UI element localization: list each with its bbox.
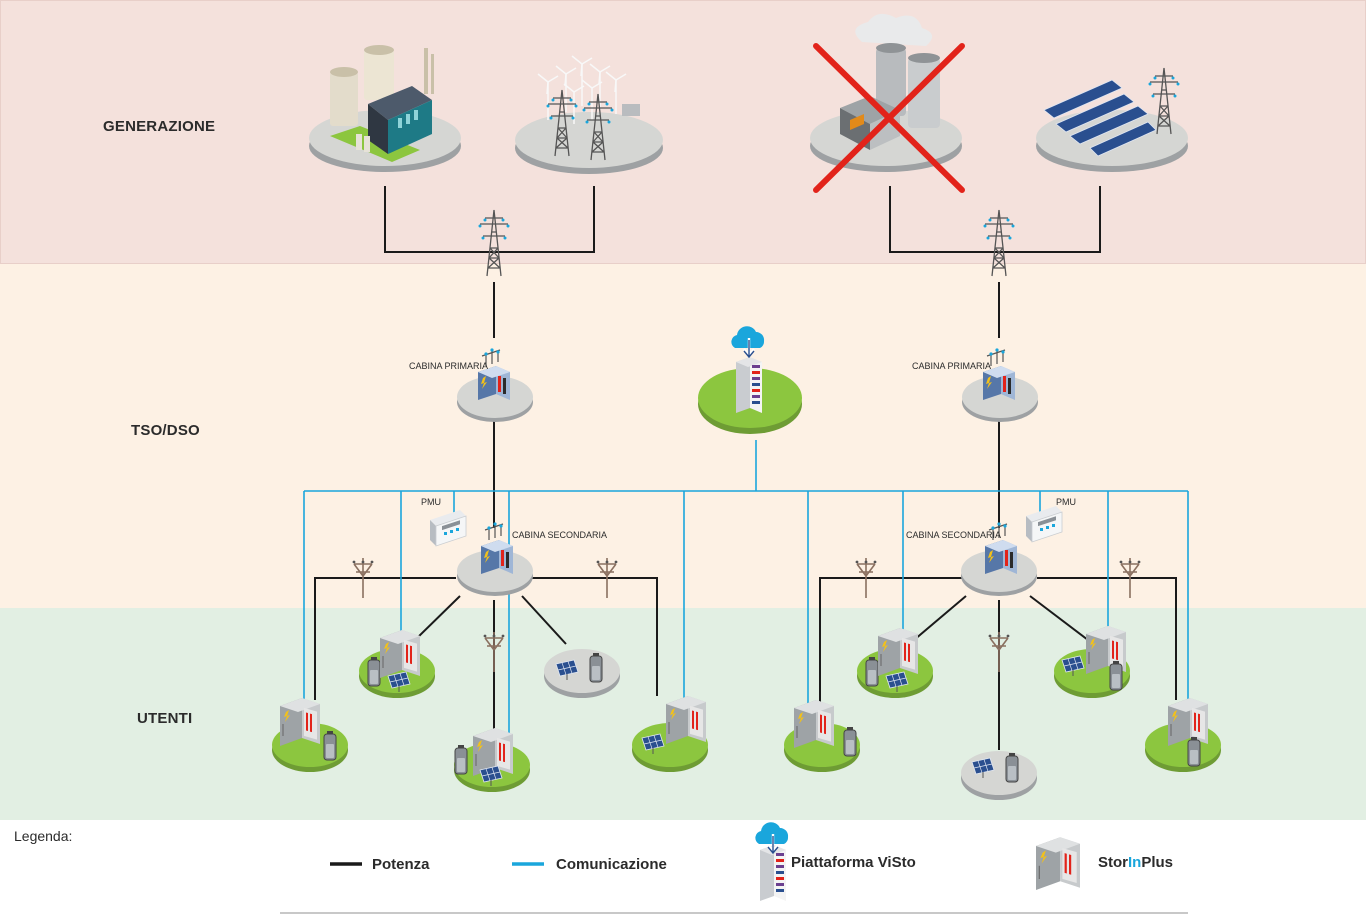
legend-cloud-icon [754, 821, 790, 855]
brand-part2: In [1128, 854, 1142, 871]
user-node [359, 629, 435, 698]
cloud-icon [730, 325, 766, 359]
legend-power-label: Potenza [372, 856, 430, 873]
server-icon [736, 357, 762, 413]
legend [280, 821, 1188, 914]
label-secondary-station-left: CABINA SECONDARIA [512, 530, 608, 540]
user-node [544, 649, 620, 698]
wind-farm-icon [515, 55, 663, 174]
user-node [961, 751, 1037, 800]
battery-icon [843, 726, 857, 757]
secondary-substation-right [961, 521, 1037, 596]
solar-farm-icon [1036, 67, 1188, 172]
pmu-device-icon [429, 509, 467, 547]
label-primary-station-right: CABINA PRIMARIA [912, 361, 992, 371]
secondary-substation-left [457, 521, 533, 596]
battery-icon [454, 744, 468, 775]
crossed-out-icon [813, 43, 965, 193]
user-node [784, 699, 860, 772]
battery-icon [367, 656, 381, 687]
legend-communication-label: Comunicazione [556, 856, 667, 873]
band-label-users: UTENTI [137, 710, 193, 727]
utility-pole-icon [987, 631, 1011, 673]
user-node [454, 727, 530, 792]
label-primary-station-left: CABINA PRIMARIA [409, 361, 489, 371]
user-node [1054, 625, 1130, 698]
transmission-tower-icon [477, 209, 511, 277]
primary-substation-right [962, 347, 1038, 422]
battery-icon [865, 656, 879, 687]
brand-part3: Plus [1141, 854, 1174, 871]
legend-brand-label: StorInPlus [1098, 854, 1173, 871]
band-label-generation: GENERAZIONE [103, 118, 216, 135]
legend-storage-cabinet-icon [1035, 836, 1081, 891]
visto-platform-node [698, 325, 802, 434]
legend-platform-label: Piattaforma ViSto [791, 854, 916, 871]
tso-dso-band [0, 264, 1366, 608]
battery-icon [589, 652, 603, 683]
user-node [632, 695, 708, 772]
user-node [1145, 697, 1221, 772]
pmu-device-icon [1025, 505, 1063, 543]
primary-substation-left [457, 347, 533, 422]
label-pmu-left: PMU [421, 497, 441, 507]
communication-lines [303, 440, 1189, 736]
utility-pole-icon [482, 631, 506, 673]
primary-substation-icon [982, 347, 1016, 401]
label-secondary-station-right: CABINA SECONDARIA [906, 530, 1002, 540]
battery-icon [323, 730, 337, 761]
brand-part1: Stor [1098, 854, 1128, 871]
transmission-tower-icon [982, 209, 1016, 277]
primary-substation-icon [477, 347, 511, 401]
battery-icon [1187, 736, 1201, 767]
battery-icon [1005, 752, 1019, 783]
user-node [272, 697, 348, 772]
power-lines [314, 186, 1177, 750]
band-label-tso-dso: TSO/DSO [131, 422, 200, 439]
legend-title: Legenda: [14, 828, 73, 844]
user-node [857, 627, 933, 698]
nuclear-plant-icon [810, 13, 962, 172]
thermal-power-plant-icon [309, 45, 461, 172]
battery-icon [1109, 660, 1123, 691]
label-pmu-right: PMU [1056, 497, 1076, 507]
